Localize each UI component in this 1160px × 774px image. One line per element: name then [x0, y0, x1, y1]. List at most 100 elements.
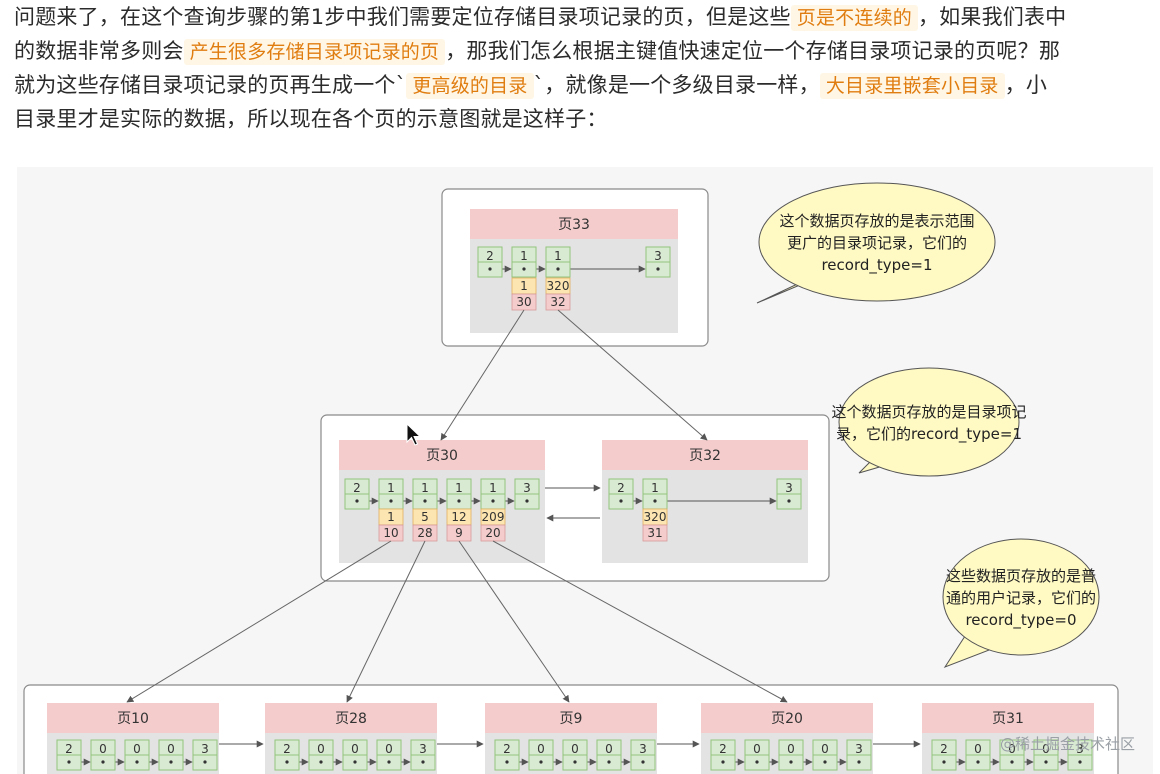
paragraph-line-3: 就为这些存储目录项记录的页再生成一个`更高级的目录`，就像是一个多级目录一样，大… [14, 68, 1154, 102]
page-30-dir-pointer-label: 20 [485, 526, 500, 540]
page-32-dir-key-label: 320 [644, 510, 667, 524]
page-title-bar [265, 703, 437, 733]
record-dot [573, 760, 577, 764]
record-dot [539, 760, 543, 764]
text-span: ，那我们怎么根据主键值快速定位一个存储目录项记录的页呢？那 [445, 39, 1061, 63]
record-dot [755, 760, 759, 764]
page-title: 页33 [558, 217, 590, 233]
callout-top-text: 更广的目录项记录，它们的 [787, 234, 967, 252]
edge-30-to-9 [458, 540, 570, 703]
record-type-label: 1 [489, 481, 497, 495]
record-dot [491, 499, 495, 503]
record-type-label: 0 [317, 742, 325, 756]
text-span: `，就像是一个多级目录一样， [533, 73, 820, 97]
record-type-label: 3 [855, 742, 863, 756]
record-dot [355, 499, 359, 503]
record-type-label: 0 [133, 742, 141, 756]
record-type-label: 2 [940, 742, 948, 756]
record-dot [421, 760, 425, 764]
record-dot [721, 760, 725, 764]
record-type-label: 3 [523, 481, 531, 495]
record-type-label: 2 [283, 742, 291, 756]
record-dot [656, 267, 660, 271]
highlight-span: 页是不连续的 [790, 5, 918, 31]
paragraph-line-1: 问题来了，在这个查询步骤的第1步中我们需要定位存储目录项记录的页，但是这些页是不… [14, 0, 1154, 34]
callout-leaf-text: 这些数据页存放的是普 [946, 567, 1096, 585]
record-dot [1044, 760, 1048, 764]
page-33-dir-pointer-label: 32 [550, 295, 565, 309]
record-type-label: 2 [503, 742, 511, 756]
text-span: 就为这些存储目录项记录的页再生成一个` [14, 73, 407, 97]
record-type-label: 2 [353, 481, 361, 495]
record-type-label: 2 [617, 481, 625, 495]
record-dot [135, 760, 139, 764]
page-title-bar [470, 209, 678, 239]
edge-30-to-10 [126, 540, 392, 703]
record-dot [319, 760, 323, 764]
page-33-dir-key-label: 320 [547, 279, 570, 293]
record-type-label: 1 [554, 249, 562, 263]
page-30-dir-key-label: 209 [482, 510, 505, 524]
record-dot [67, 760, 71, 764]
page-title-bar [701, 703, 873, 733]
record-dot [641, 760, 645, 764]
page-33-dir-pointer-label: 30 [516, 295, 531, 309]
record-dot [285, 760, 289, 764]
record-type-label: 0 [167, 742, 175, 756]
record-dot [522, 267, 526, 271]
page-title: 页28 [335, 711, 367, 727]
page-title: 页31 [992, 711, 1024, 727]
record-dot [505, 760, 509, 764]
page-title: 页20 [771, 711, 803, 727]
edge-30-to-20 [492, 540, 788, 703]
record-dot [203, 760, 207, 764]
highlight-span: 大目录里嵌套小目录 [819, 73, 1005, 99]
edge-33-to-32 [557, 309, 708, 441]
record-dot [619, 499, 623, 503]
record-dot [823, 760, 827, 764]
record-type-label: 0 [99, 742, 107, 756]
record-dot [942, 760, 946, 764]
record-dot [607, 760, 611, 764]
highlight-span: 更高级的目录 [406, 73, 534, 99]
edge-30-to-28 [346, 540, 426, 703]
callout-top-text: 这个数据页存放的是表示范围 [779, 212, 974, 230]
callout-middle [838, 367, 1020, 477]
page-title: 页30 [426, 448, 458, 464]
page-30-dir-pointer-label: 10 [383, 526, 398, 540]
text-span: 问题来了，在这个查询步骤的第1步中我们需要定位存储目录项记录的页，但是这些 [14, 5, 791, 29]
record-dot [1010, 760, 1014, 764]
page-title-bar [339, 440, 545, 470]
record-type-label: 0 [787, 742, 795, 756]
record-type-label: 1 [421, 481, 429, 495]
record-type-label: 0 [821, 742, 829, 756]
record-type-label: 0 [605, 742, 613, 756]
record-type-label: 0 [385, 742, 393, 756]
text-span: ，小 [1004, 73, 1048, 97]
article-paragraph: 问题来了，在这个查询步骤的第1步中我们需要定位存储目录项记录的页，但是这些页是不… [14, 0, 1154, 136]
record-type-label: 3 [201, 742, 209, 756]
record-type-label: 3 [419, 742, 427, 756]
page-30-dir-key-label: 1 [387, 510, 395, 524]
callout-top [758, 182, 996, 302]
paragraph-line-4: 目录里才是实际的数据，所以现在各个页的示意图就是这样子： [14, 102, 1154, 136]
page-title-bar [602, 440, 808, 470]
callout-leaf-text: record_type=0 [965, 611, 1076, 630]
record-dot [389, 499, 393, 503]
page-30-dir-key-label: 5 [421, 510, 429, 524]
page-title: 页10 [117, 711, 149, 727]
record-dot [857, 760, 861, 764]
record-dot [789, 760, 793, 764]
edge-33-to-30 [440, 309, 525, 441]
record-dot [653, 499, 657, 503]
text-span: 目录里才是实际的数据，所以现在各个页的示意图就是这样子： [14, 107, 608, 131]
record-type-label: 0 [753, 742, 761, 756]
record-type-label: 3 [654, 249, 662, 263]
record-dot [1078, 760, 1082, 764]
page-title: 页9 [560, 711, 583, 727]
record-type-label: 0 [1042, 742, 1050, 756]
record-type-label: 2 [65, 742, 73, 756]
record-dot [387, 760, 391, 764]
record-type-label: 0 [1008, 742, 1016, 756]
